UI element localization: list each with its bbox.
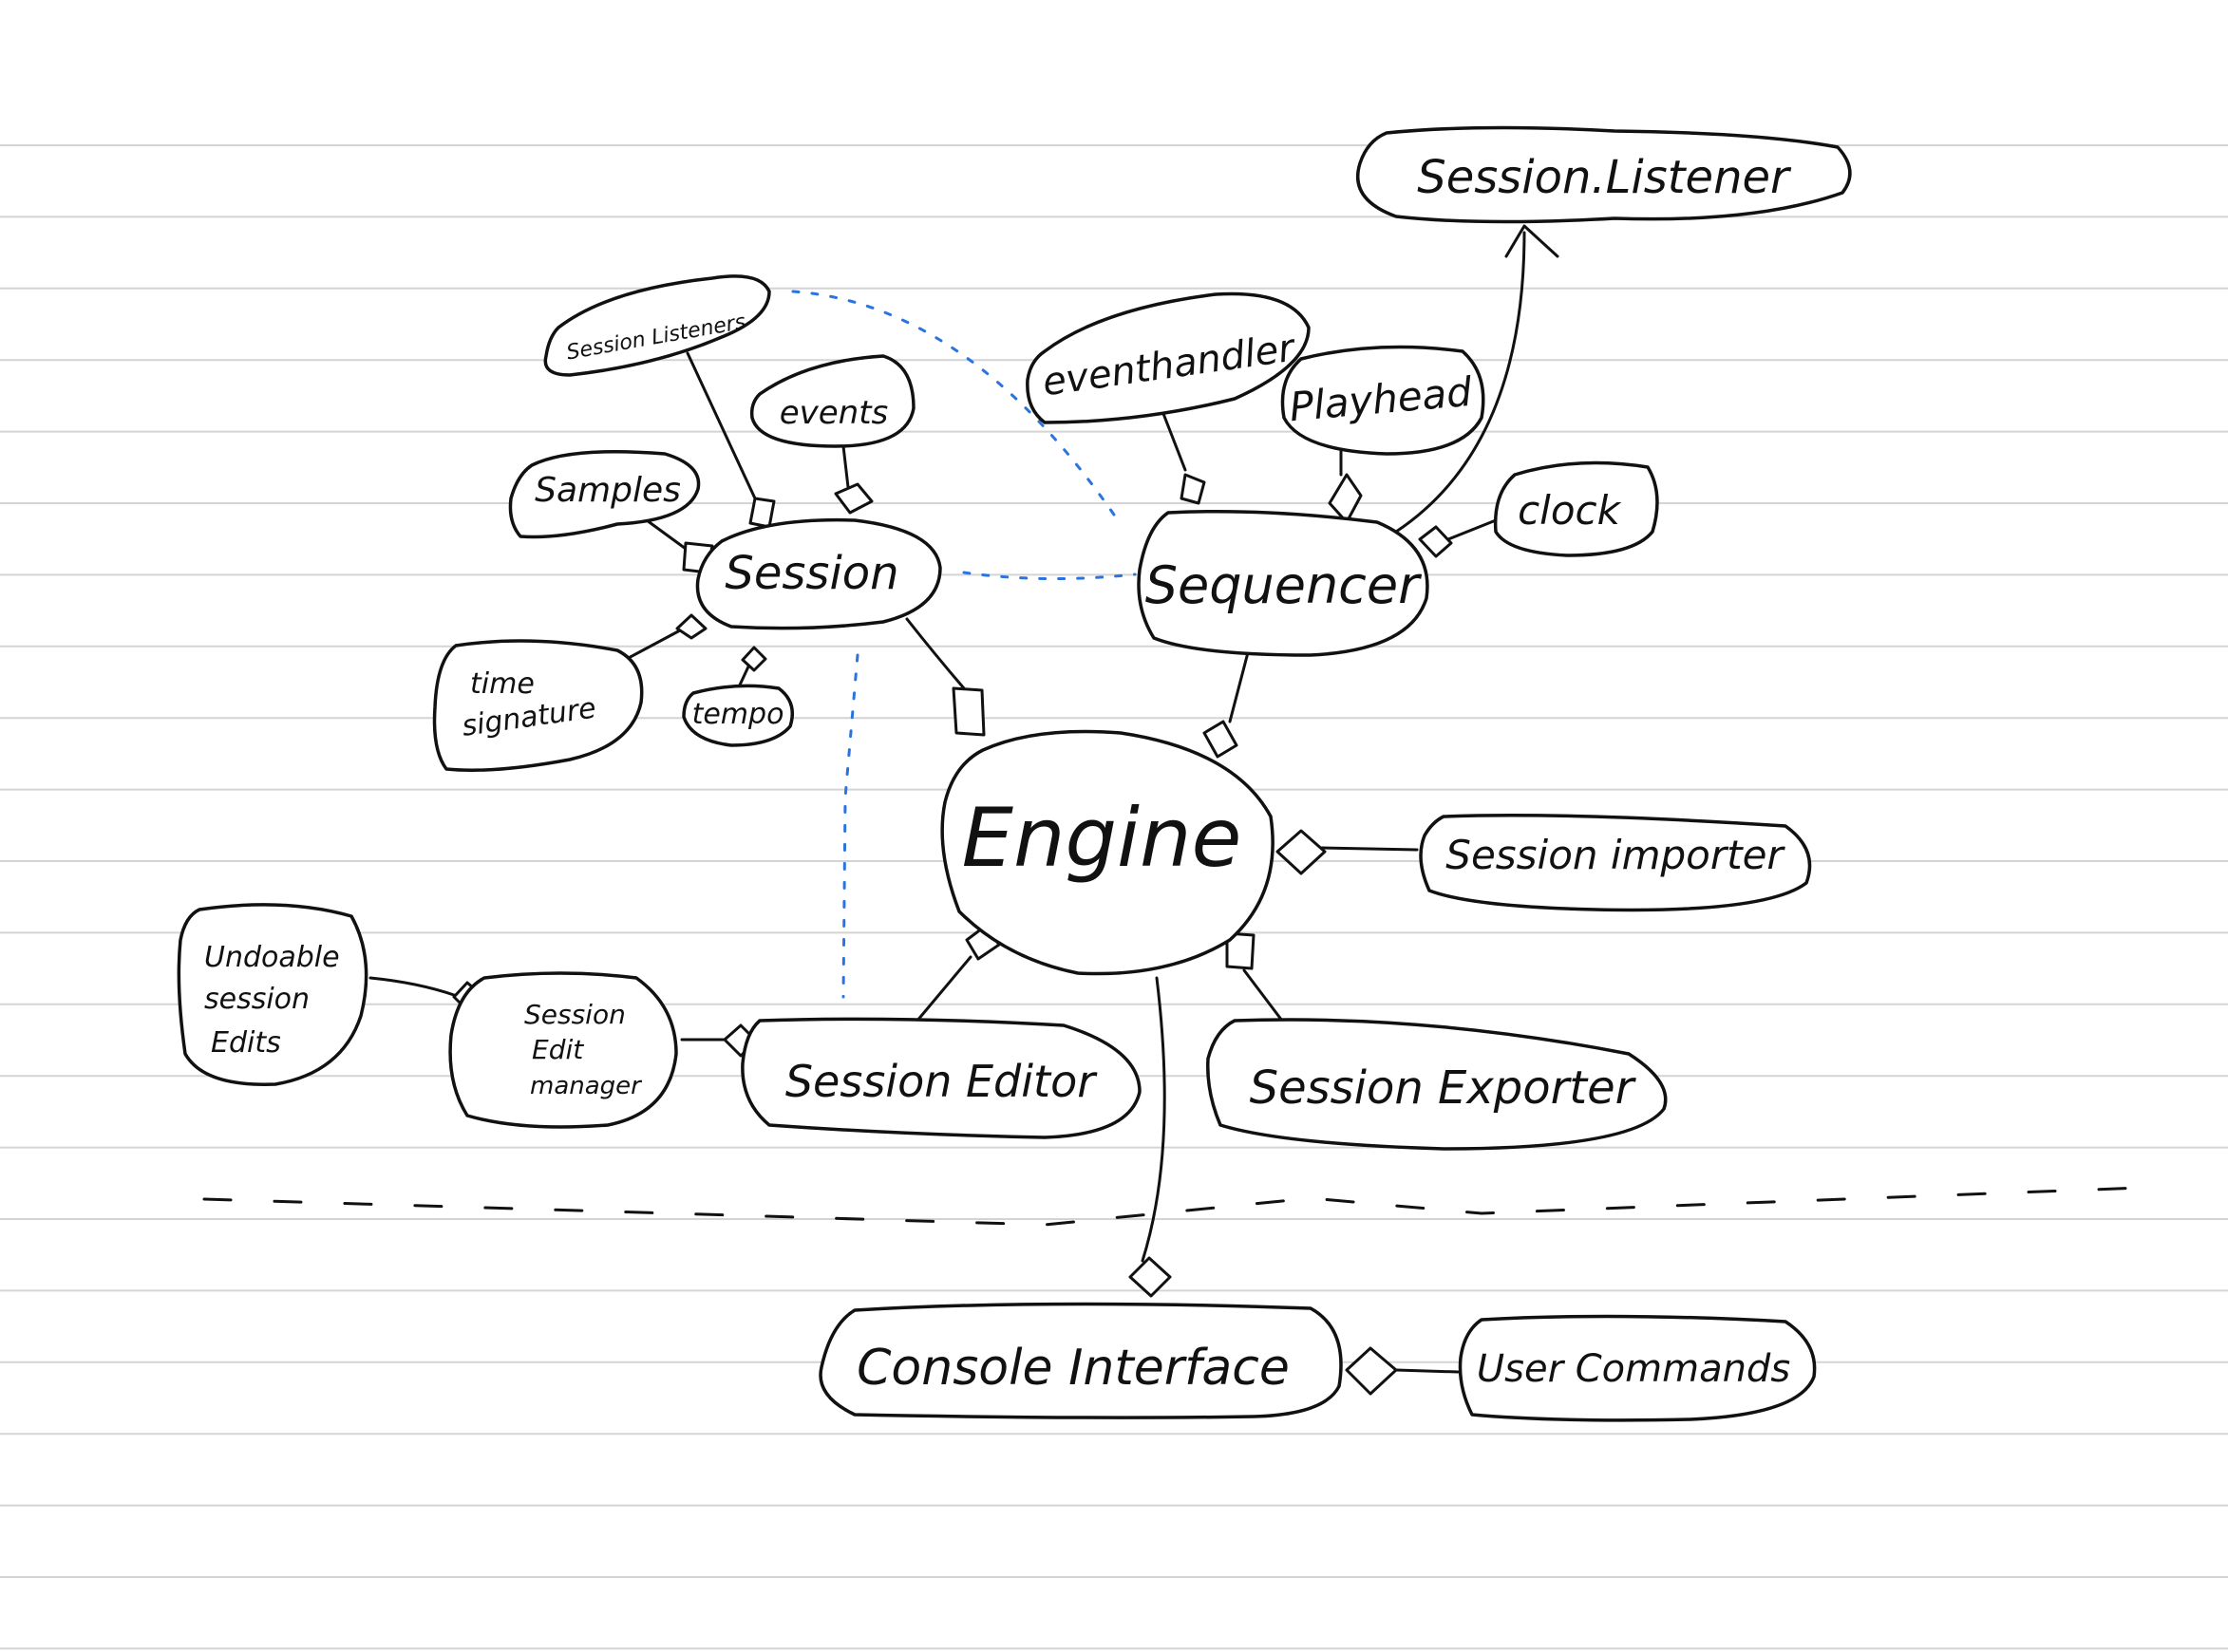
node-user-commands: User Commands (1458, 1314, 1817, 1422)
label-undoable-1: Undoable (204, 941, 340, 974)
node-engine: Engine (940, 729, 1274, 976)
node-session-exporter: Session Exporter (1206, 1018, 1668, 1151)
label-events: events (780, 394, 889, 432)
label-session-importer: Session importer (1445, 832, 1785, 878)
connector-engine-editor (910, 955, 972, 1029)
node-time-signature: time signature (432, 639, 644, 772)
node-edit-manager: Session Edit manager (448, 971, 678, 1129)
label-time-signature-1: time (470, 667, 535, 701)
node-session-editor: Session Editor (741, 1017, 1142, 1139)
node-samples: Samples (508, 450, 701, 539)
node-session: Session (695, 517, 942, 630)
connector-engine-exporter (1242, 968, 1284, 1023)
connector-listeners-session (686, 351, 757, 500)
label-user-commands: User Commands (1477, 1347, 1790, 1391)
connector-importer-engine (1320, 846, 1419, 852)
diamond-tempo (741, 646, 767, 672)
connector-console-usercommands (1394, 1368, 1460, 1374)
diamond-console (1128, 1256, 1172, 1298)
node-session-importer: Session importer (1419, 814, 1812, 912)
connector-eventhandler-sequencer (1159, 404, 1187, 472)
label-edit-manager-2: Edit (532, 1034, 584, 1065)
label-session: Session (725, 547, 898, 600)
layer-separator (202, 1185, 2167, 1227)
label-undoable-2: session (204, 983, 310, 1016)
label-sequencer: Sequencer (1145, 555, 1422, 615)
diamond-exporter (1225, 931, 1256, 970)
node-playhead: Playhead (1280, 345, 1485, 456)
connector-clock-sequencer (1442, 518, 1498, 543)
connector-undoable-manager (368, 976, 456, 997)
diamond-importer (1275, 829, 1327, 875)
node-undoable-edits: Undoable session Edits (177, 903, 368, 1086)
node-console-interface: Console Interface (819, 1302, 1343, 1419)
connector-engine-console (1141, 976, 1166, 1263)
label-engine: Engine (962, 791, 1242, 886)
node-events: events (749, 354, 916, 448)
diamond-usercommands (1345, 1346, 1398, 1396)
connector-session-engine (905, 617, 966, 690)
diamond-clock (1418, 525, 1453, 558)
diamond-events (834, 482, 874, 515)
label-tempo: tempo (692, 698, 784, 731)
label-edit-manager-1: Session (524, 999, 626, 1030)
dependency-line-session-editor (841, 653, 859, 999)
connector-events-session (841, 444, 850, 489)
label-console-interface: Console Interface (857, 1340, 1290, 1397)
connector-sequencer-listener (1394, 231, 1526, 534)
diamond-session-engine (952, 686, 986, 737)
diamond-playhead (1328, 473, 1363, 524)
node-session-listener-top: Session.Listener (1355, 125, 1852, 224)
node-clock: clock (1493, 460, 1659, 557)
diamond-sequencer-engine (1202, 720, 1238, 759)
node-event-handler: eventhandler (1026, 291, 1311, 424)
label-session-listener-top: Session.Listener (1417, 151, 1792, 204)
diamond-listeners (748, 497, 776, 529)
label-session-exporter: Session Exporter (1250, 1061, 1637, 1115)
dependency-line-session-sequencer (962, 571, 1137, 581)
arrowhead (1504, 224, 1559, 258)
diamond-timesig (675, 613, 708, 640)
diamond-eventhandler (1180, 473, 1206, 505)
node-tempo: tempo (682, 684, 794, 747)
node-sequencer: Sequencer (1137, 510, 1429, 657)
label-edit-manager-3: manager (530, 1072, 643, 1100)
label-undoable-3: Edits (211, 1026, 281, 1060)
label-samples: Samples (535, 471, 681, 510)
label-clock: clock (1518, 487, 1622, 534)
label-session-editor: Session Editor (785, 1056, 1098, 1107)
